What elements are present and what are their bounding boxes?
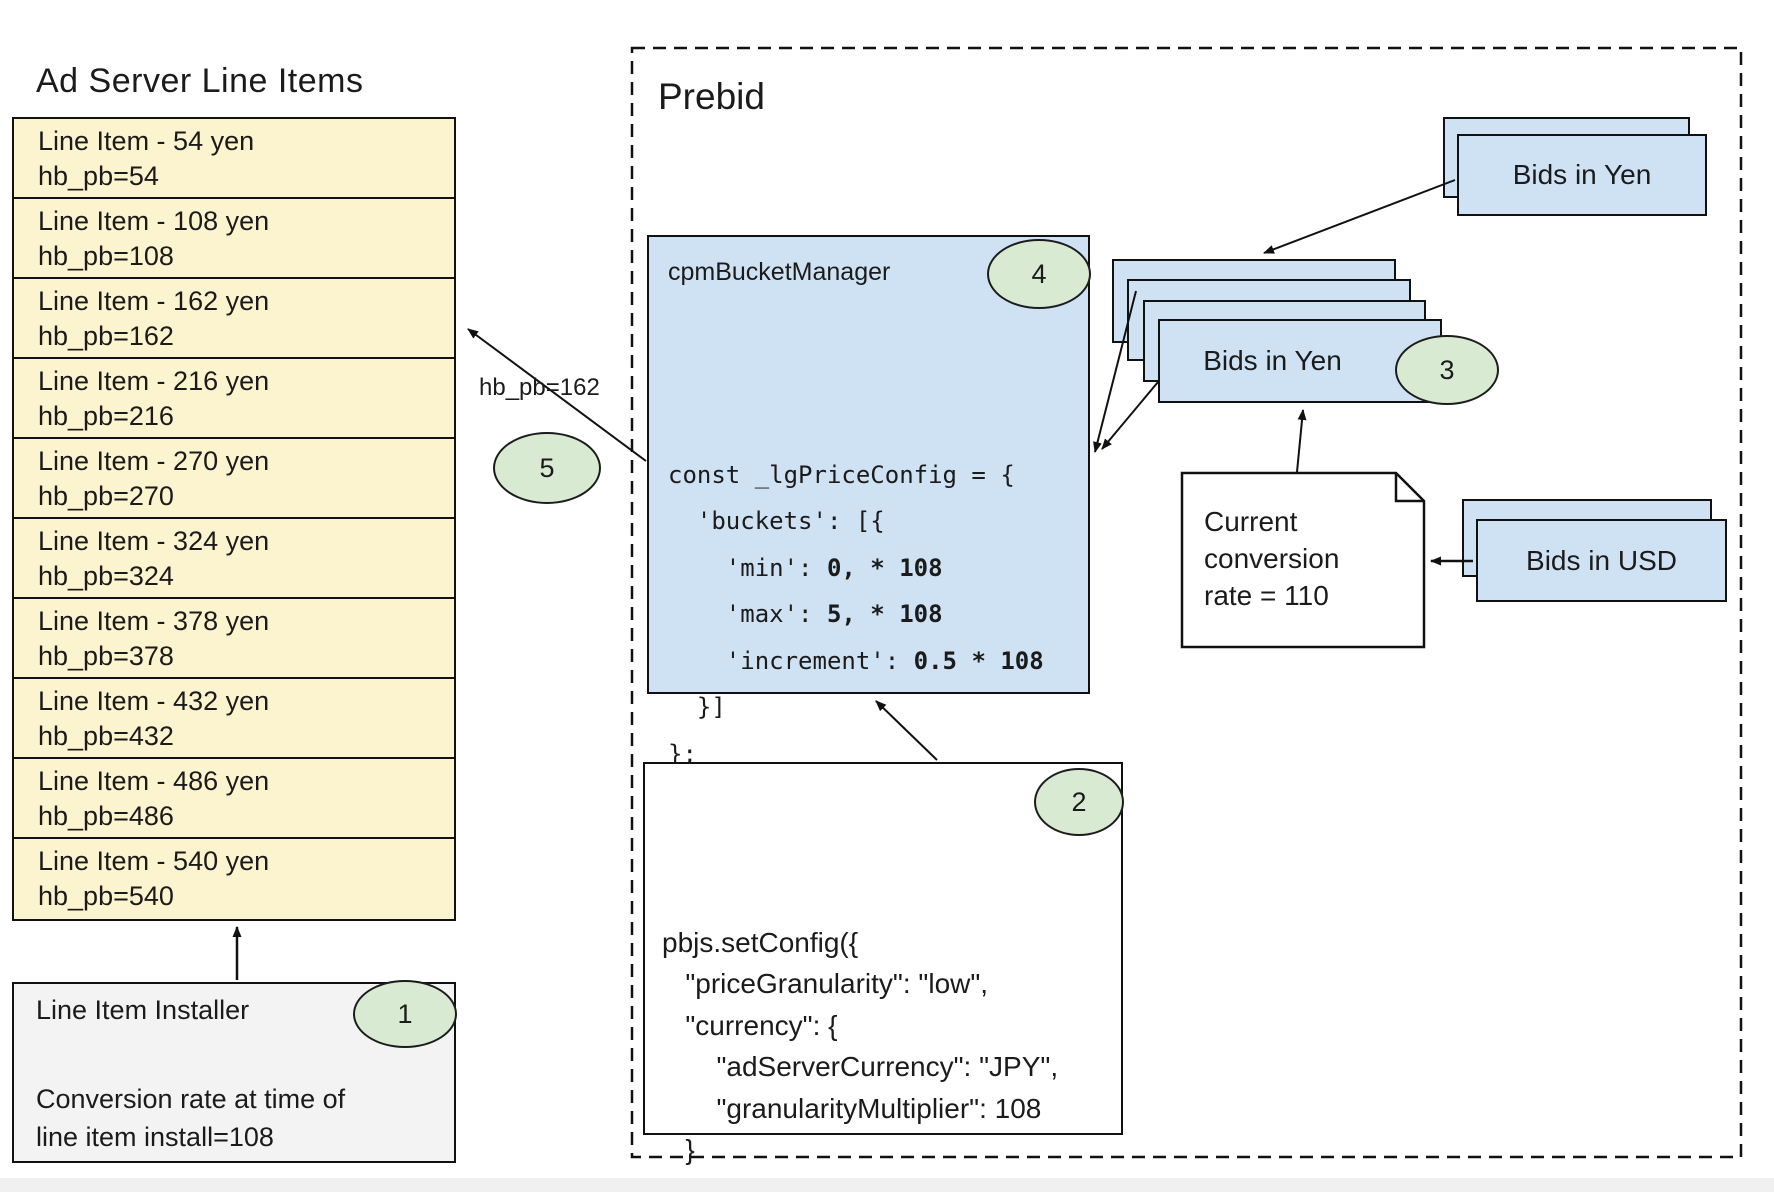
- pbjs-set-config-code: pbjs.setConfig({ "priceGranularity": "lo…: [662, 797, 1058, 1192]
- cpm-bucket-manager-title: cpmBucketManager: [668, 258, 891, 286]
- arrow-yen-top-to-stack: [1263, 179, 1456, 254]
- step-badge-3: 3: [1395, 335, 1499, 405]
- code-line: pbjs.setConfig({: [662, 926, 859, 958]
- line-item-name: Line Item - 162 yen: [38, 286, 270, 316]
- code-line: }: [662, 1134, 695, 1165]
- line-item-hb-pb: hb_pb=162: [38, 321, 174, 351]
- line-item-name: Line Item - 486 yen: [38, 766, 270, 796]
- line-item-row: Line Item - 324 yen hb_pb=324: [14, 519, 454, 599]
- line-item-hb-pb: hb_pb=270: [38, 481, 174, 511]
- code-line: "granularityMultiplier": 108: [662, 1092, 1042, 1124]
- code-line: }]: [668, 693, 726, 721]
- line-items-table: Line Item - 54 yen hb_pb=54 Line Item - …: [12, 117, 456, 921]
- line-item-name: Line Item - 216 yen: [38, 366, 270, 396]
- line-item-hb-pb: hb_pb=486: [38, 801, 174, 831]
- line-item-name: Line Item - 324 yen: [38, 526, 270, 556]
- line-item-row: Line Item - 432 yen hb_pb=432: [14, 679, 454, 759]
- line-item-hb-pb: hb_pb=540: [38, 881, 174, 911]
- line-item-name: Line Item - 270 yen: [38, 446, 270, 476]
- line-item-name: Line Item - 54 yen: [38, 126, 255, 156]
- code-line: 'max': 5, * 108: [668, 600, 943, 628]
- line-item-hb-pb: hb_pb=108: [38, 241, 174, 271]
- line-item-name: Line Item - 378 yen: [38, 606, 270, 636]
- step-badge-1: 1: [353, 980, 457, 1048]
- ad-server-title: Ad Server Line Items: [36, 62, 364, 100]
- line-item-row: Line Item - 162 yen hb_pb=162: [14, 279, 454, 359]
- arrow-note-to-stack: [1296, 409, 1307, 473]
- line-item-row: Line Item - 216 yen hb_pb=216: [14, 359, 454, 439]
- code-line: 'increment': 0.5 * 108: [668, 646, 1044, 675]
- line-item-row: Line Item - 540 yen hb_pb=540: [14, 839, 454, 919]
- line-item-installer-title: Line Item Installer: [36, 995, 250, 1025]
- line-item-row: Line Item - 486 yen hb_pb=486: [14, 759, 454, 839]
- line-item-row: Line Item - 108 yen hb_pb=108: [14, 199, 454, 279]
- code-line: "priceGranularity": "low",: [662, 968, 989, 999]
- line-item-hb-pb: hb_pb=378: [38, 641, 174, 671]
- code-line: 'buckets': [{: [668, 507, 885, 535]
- code-line: 'min': 0, * 108: [668, 553, 943, 582]
- arrow-stack-to-cpm-2: [1101, 381, 1159, 450]
- code-line: "currency": {: [662, 1009, 838, 1041]
- line-item-name: Line Item - 108 yen: [38, 206, 270, 236]
- line-item-hb-pb: hb_pb=54: [38, 161, 159, 191]
- line-item-name: Line Item - 432 yen: [38, 686, 270, 716]
- line-item-hb-pb: hb_pb=432: [38, 721, 174, 751]
- bids-in-usd-card: Bids in USD: [1476, 519, 1727, 602]
- bids-in-yen-top-label: Bids in Yen: [1512, 159, 1652, 190]
- prebid-title: Prebid: [658, 76, 765, 117]
- bottom-edge-strip: [0, 1178, 1774, 1192]
- line-item-row: Line Item - 378 yen hb_pb=378: [14, 599, 454, 679]
- line-item-row: Line Item - 270 yen hb_pb=270: [14, 439, 454, 519]
- line-item-hb-pb: hb_pb=324: [38, 561, 174, 591]
- step-badge-2: 2: [1034, 768, 1124, 836]
- bids-in-usd-label: Bids in USD: [1526, 544, 1677, 576]
- bids-in-yen-top-card: Bids in Yen: [1457, 134, 1707, 216]
- conversion-note-fold: [1394, 473, 1424, 503]
- step-badge-4: 4: [987, 239, 1091, 309]
- code-line: "adServerCurrency": "JPY",: [662, 1051, 1059, 1082]
- line-item-name: Line Item - 540 yen: [38, 846, 270, 876]
- step-badge-5: 5: [493, 432, 601, 504]
- cpm-bucket-manager-code: const _lgPriceConfig = { 'buckets': [{ '…: [668, 312, 1044, 777]
- line-item-hb-pb: hb_pb=216: [38, 401, 174, 431]
- bids-in-yen-stack-label: Bids in Yen: [1203, 345, 1342, 376]
- line-item-row: Line Item - 54 yen hb_pb=54: [14, 119, 454, 199]
- code-line: const _lgPriceConfig = {: [668, 460, 1015, 489]
- hb-pb-arrow-label: hb_pb=162: [479, 374, 600, 401]
